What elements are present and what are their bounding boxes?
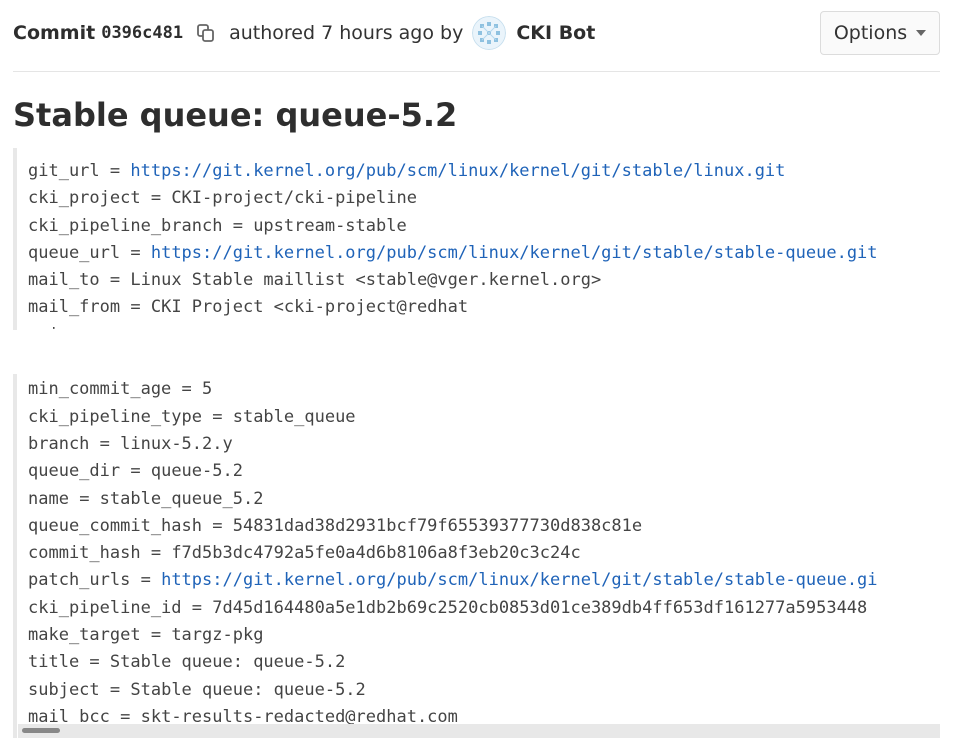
- line-equals: =: [181, 597, 213, 618]
- line-equals: =: [99, 161, 131, 181]
- line-key: branch: [28, 433, 90, 454]
- description-line: git_url = https://git.kernel.org/pub/scm…: [28, 158, 878, 185]
- commit-label: Commit: [13, 22, 96, 44]
- description-line: title = Stable queue: queue-5.2: [28, 649, 878, 676]
- line-value: CKI-project/cki-pipeline: [171, 188, 417, 209]
- authored-text: authored 7 hours ago by: [229, 22, 464, 44]
- description-line: cki_pipeline_type = stable_queue: [28, 404, 878, 431]
- line-key: queue_url: [28, 242, 121, 263]
- line-equals: =: [79, 652, 110, 673]
- description-line: commit_hash = f7d5b3dc4792a5fe0a4d6b8106…: [28, 540, 878, 567]
- description-line: branch = linux-5.2.y: [28, 431, 878, 458]
- line-equals: =: [222, 215, 254, 236]
- line-value: stable_queue: [232, 406, 356, 427]
- commit-sha: 0396c481: [101, 23, 184, 43]
- commit-header: Commit 0396c481 authored 7 hours ago by: [13, 0, 940, 72]
- chevron-down-icon: [916, 30, 927, 36]
- line-key: cki_pipeline_id: [28, 597, 182, 618]
- line-value: Linux Stable maillist <stable@vger.kerne…: [130, 270, 602, 291]
- line-key: min_commit_age: [28, 379, 172, 400]
- line-value: queue-5.2: [150, 461, 243, 482]
- line-value: linux-5.2.y: [120, 433, 233, 454]
- description-line: cki_pipeline_id = 7d45d164480a5e1db2b69c…: [28, 595, 878, 622]
- options-dropdown-button[interactable]: Options: [820, 11, 940, 55]
- line-equals: =: [120, 297, 151, 318]
- description-line: mail_bcc = skt-results-redacted@redhat.c…: [28, 704, 878, 731]
- description-line: queue_commit_hash = 54831dad38d2931bcf79…: [28, 513, 878, 540]
- line-equals: =: [89, 433, 121, 454]
- avatar[interactable]: [472, 16, 507, 50]
- line-key: git_url: [28, 161, 100, 181]
- line-equals: =: [120, 461, 151, 482]
- description-line: mail_from = CKI Project <cki-project@red…: [28, 294, 878, 321]
- description-line: mail_to = Linux Stable maillist <stable@…: [28, 267, 878, 294]
- line-key: queue_commit_hash: [28, 515, 202, 536]
- commit-info: Commit 0396c481 authored 7 hours ago by: [13, 16, 596, 50]
- description-border: [13, 148, 17, 342]
- line-equals: =: [202, 406, 233, 427]
- line-equals: =: [140, 188, 172, 209]
- description-line: subject = Stable queue: queue-5.2: [28, 677, 878, 704]
- line-key: commit_hash: [28, 543, 141, 564]
- line-key: queue_dir: [28, 461, 121, 482]
- description-line: name = stable_queue_5.2: [28, 486, 878, 513]
- line-value: f7d5b3dc4792a5fe0a4d6b8106a8f3eb20c3c24c: [171, 543, 581, 564]
- line-equals: =: [140, 543, 172, 564]
- line-link[interactable]: https://git.kernel.org/pub/scm/linux/ker…: [161, 570, 878, 591]
- author-name[interactable]: CKI Bot: [516, 22, 596, 44]
- line-value: Stable queue: queue-5.2: [130, 679, 366, 700]
- options-label: Options: [833, 22, 908, 44]
- description-line: min_commit_age = 5: [28, 376, 878, 403]
- line-link[interactable]: https://git.kernel.org/pub/scm/linux/ker…: [150, 242, 878, 263]
- line-key: patch_urls: [28, 570, 131, 591]
- line-equals: =: [99, 270, 131, 291]
- line-equals: =: [99, 679, 131, 700]
- line-key: make_target: [28, 625, 141, 646]
- scrollbar-thumb[interactable]: [22, 728, 60, 733]
- line-value: CKI Project <cki-project@redhat: [150, 297, 469, 318]
- line-equals: =: [140, 625, 172, 646]
- line-equals: =: [130, 570, 162, 591]
- line-value: upstream-stable: [253, 215, 407, 236]
- line-value: stable_queue_5.2: [99, 488, 264, 509]
- line-key: mail_from: [28, 297, 121, 318]
- line-key: title: [28, 652, 80, 673]
- line-value: skt-results-redacted@redhat.com: [140, 706, 458, 727]
- line-equals: =: [171, 379, 203, 400]
- description-lines: git_url = https://git.kernel.org/pub/scm…: [28, 158, 878, 731]
- description-line: cki_project = CKI-project/cki-pipeline: [28, 185, 878, 212]
- line-key: cki_pipeline_branch: [28, 215, 223, 236]
- description-line: queue_url = https://git.kernel.org/pub/s…: [28, 240, 878, 267]
- copy-icon[interactable]: [195, 22, 217, 44]
- line-value: 5: [202, 379, 213, 400]
- description-line: make_target = targz-pkg: [28, 622, 878, 649]
- description-line: [28, 349, 878, 376]
- line-equals: =: [202, 515, 233, 536]
- page-title: Stable queue: queue-5.2: [13, 96, 458, 134]
- line-key: mail_bcc: [28, 706, 110, 727]
- line-key: mail_to: [28, 270, 100, 291]
- line-key: cki_pipeline_type: [28, 406, 202, 427]
- line-key: cki_project: [28, 188, 141, 209]
- description-line: queue_dir = queue-5.2: [28, 458, 878, 485]
- horizontal-scrollbar[interactable]: [18, 724, 940, 738]
- render-gap: [13, 330, 940, 352]
- line-equals: =: [68, 488, 100, 509]
- line-value: targz-pkg: [171, 625, 264, 646]
- line-key: name: [28, 488, 69, 509]
- line-value: Stable queue: queue-5.2: [109, 652, 346, 673]
- commit-description: git_url = https://git.kernel.org/pub/scm…: [13, 148, 940, 738]
- description-line: patch_urls = https://git.kernel.org/pub/…: [28, 567, 878, 594]
- line-key: subject: [28, 679, 100, 700]
- line-link[interactable]: https://git.kernel.org/pub/scm/linux/ker…: [130, 161, 786, 181]
- line-equals: =: [109, 706, 141, 727]
- line-value: 54831dad38d2931bcf79f65539377730d838c81e: [232, 515, 643, 536]
- description-line: cki_pipeline_branch = upstream-stable: [28, 213, 878, 240]
- description-border: [13, 374, 17, 738]
- line-equals: =: [120, 242, 151, 263]
- line-value: 7d45d164480a5e1db2b69c2520cb0853d01ce389…: [212, 597, 868, 618]
